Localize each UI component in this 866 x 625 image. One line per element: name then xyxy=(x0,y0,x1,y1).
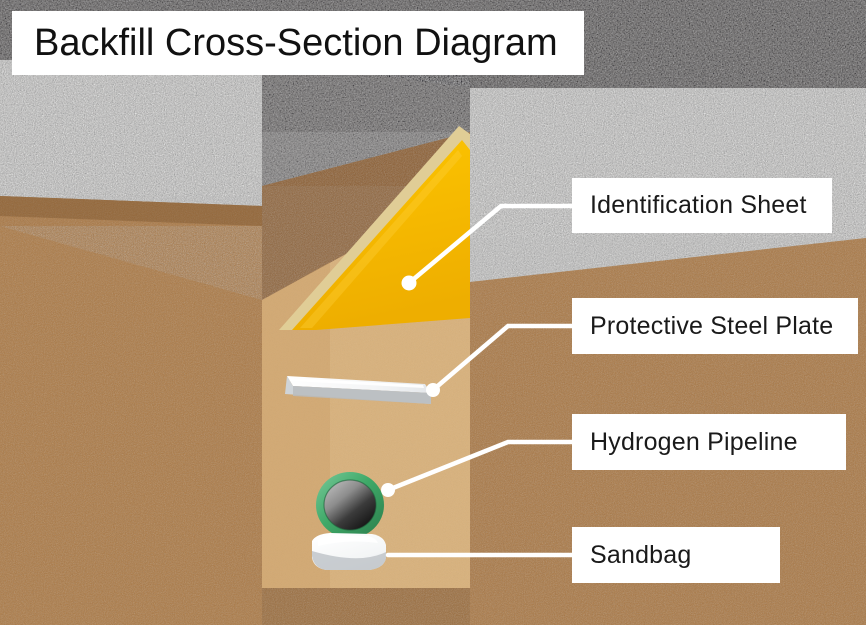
callout-identification-sheet: Identification Sheet xyxy=(572,178,832,233)
soil-top-surface-left xyxy=(0,196,262,300)
callout-protective-steel-plate: Protective Steel Plate xyxy=(572,298,858,354)
callout-sandbag: Sandbag xyxy=(572,527,780,583)
leader-identification-sheet xyxy=(406,203,581,286)
leader-hydrogen-pipeline xyxy=(385,439,581,493)
page-title-text: Backfill Cross-Section Diagram xyxy=(34,22,558,64)
identification-sheet xyxy=(279,126,470,330)
soil-face-left xyxy=(0,226,262,625)
leader-dot-hydrogen-pipeline xyxy=(381,483,395,497)
protective-steel-plate xyxy=(285,376,431,404)
leader-protective-steel-plate xyxy=(430,323,581,393)
callout-label-text: Protective Steel Plate xyxy=(590,311,834,340)
callout-label-text: Identification Sheet xyxy=(590,191,807,219)
sandbag xyxy=(312,533,386,570)
leader-dot-protective-steel-plate xyxy=(426,383,440,397)
callout-hydrogen-pipeline: Hydrogen Pipeline xyxy=(572,414,846,470)
callout-label-text: Hydrogen Pipeline xyxy=(590,427,798,456)
leader-lines xyxy=(385,203,581,558)
hydrogen-pipeline xyxy=(316,472,384,538)
leader-dots xyxy=(381,275,440,497)
gravel-trench-back-wall xyxy=(262,60,470,186)
page-title: Backfill Cross-Section Diagram xyxy=(12,11,584,75)
leader-dot-identification-sheet xyxy=(401,275,417,291)
callout-label-text: Sandbag xyxy=(590,540,692,569)
